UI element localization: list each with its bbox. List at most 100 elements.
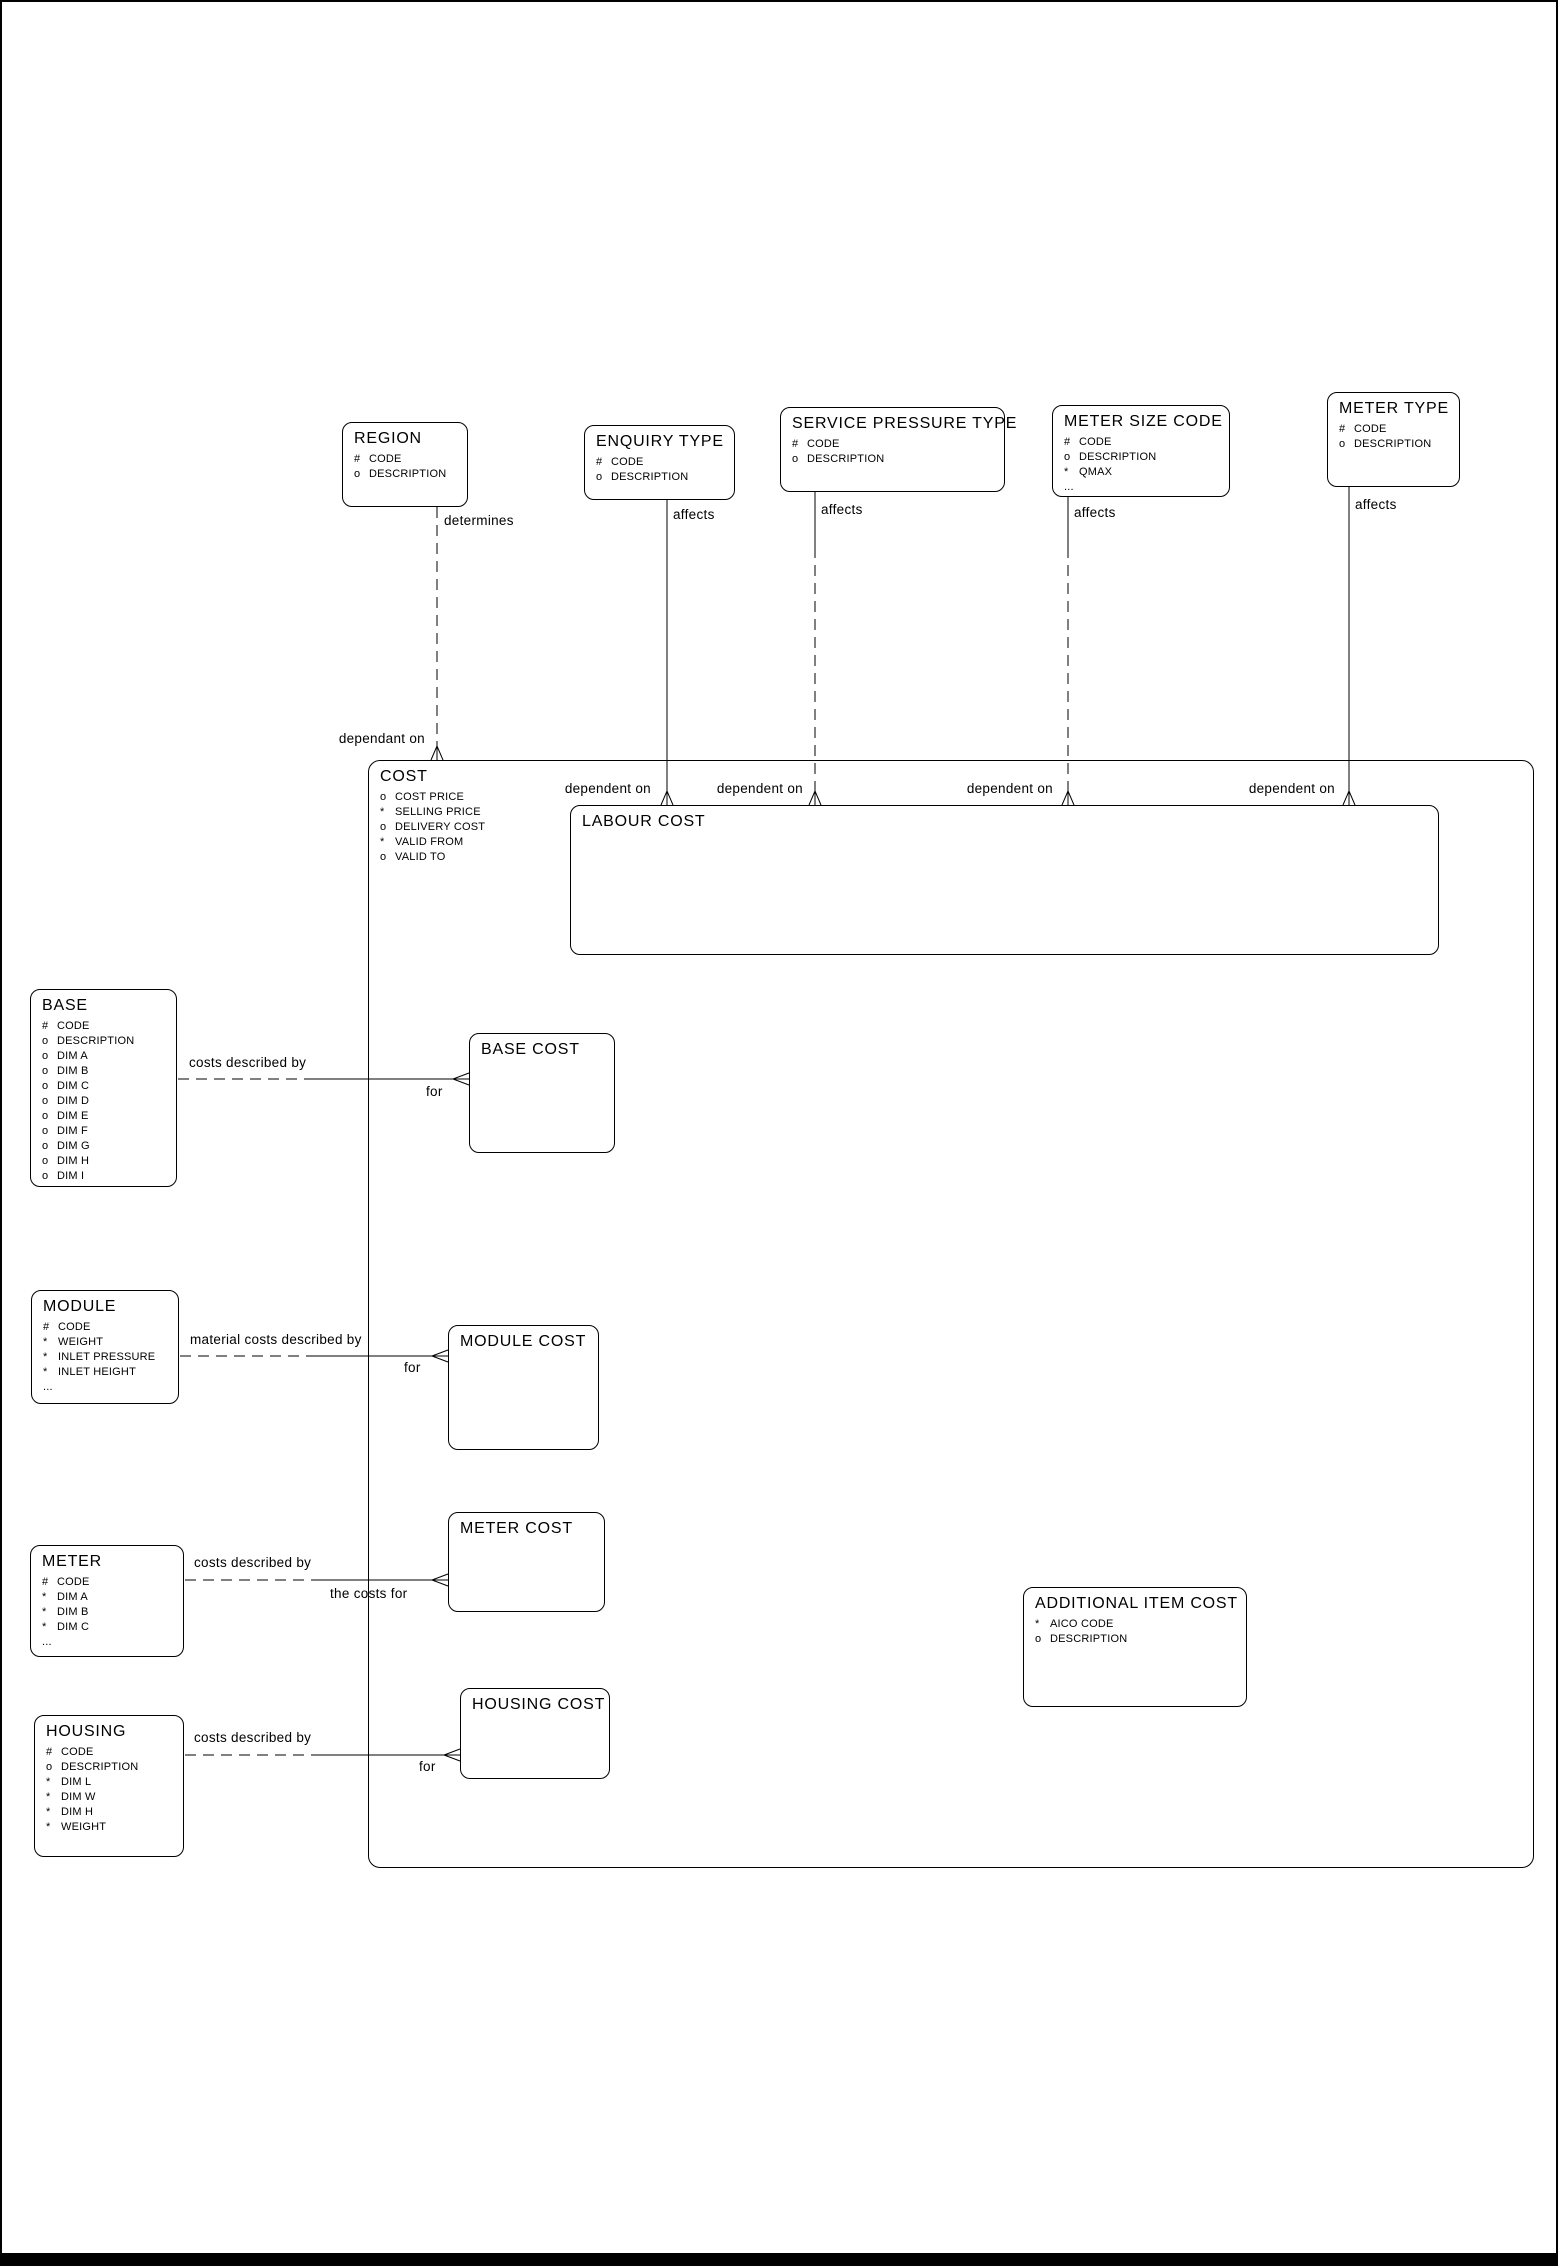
entity-attribute: #CODE	[354, 453, 402, 465]
entity-module-cost[interactable]: MODULE COST	[448, 1325, 599, 1450]
entity-meter[interactable]: METER #CODE*DIM A*DIM B*DIM C...	[30, 1545, 184, 1657]
connector-meter-type-labour	[1342, 487, 1356, 806]
entity-attribute: *DIM L	[46, 1776, 92, 1788]
rel-label-costs-described-by: costs described by	[189, 1055, 307, 1070]
entity-attribute: #CODE	[42, 1576, 90, 1588]
rel-label-for: for	[419, 1759, 436, 1774]
entity-housing-cost[interactable]: HOUSING COST	[460, 1688, 610, 1779]
connector-region-cost	[430, 507, 444, 761]
rel-label-dependant-on: dependant on	[338, 731, 425, 746]
entity-attribute: ...	[42, 1636, 52, 1648]
entity-attribute: ...	[1064, 481, 1074, 493]
entity-attribute: *SELLING PRICE	[380, 806, 481, 818]
entity-title: REGION	[354, 430, 422, 447]
entity-module[interactable]: MODULE #CODE*WEIGHT*INLET PRESSURE*INLET…	[31, 1290, 179, 1404]
rel-label-affects: affects	[1355, 497, 1397, 512]
entity-title: ENQUIRY TYPE	[596, 433, 724, 450]
entity-attribute: #CODE	[792, 438, 840, 450]
entity-attribute: *INLET HEIGHT	[43, 1366, 136, 1378]
entity-title: MODULE	[43, 1298, 117, 1315]
entity-attribute: *INLET PRESSURE	[43, 1351, 156, 1363]
rel-label-material-costs-described-by: material costs described by	[190, 1332, 362, 1347]
page-bottom-bar	[2, 2253, 1556, 2264]
rel-label-dependent-on: dependent on	[564, 781, 651, 796]
connector-service-pressure-labour	[808, 492, 822, 806]
entity-attribute: #CODE	[46, 1746, 94, 1758]
entity-title: MODULE COST	[460, 1333, 587, 1350]
entity-title: HOUSING COST	[472, 1696, 606, 1713]
entity-attribute: ...	[43, 1381, 53, 1393]
rel-label-dependent-on: dependent on	[966, 781, 1053, 796]
entity-title: SERVICE PRESSURE TYPE	[792, 415, 1018, 432]
rel-label-affects: affects	[1074, 505, 1116, 520]
entity-attribute: *DIM A	[42, 1591, 88, 1603]
entity-attribute: #CODE	[1064, 436, 1112, 448]
rel-label-affects: affects	[673, 507, 715, 522]
entity-title: LABOUR COST	[582, 813, 706, 830]
entity-attribute: #CODE	[1339, 423, 1387, 435]
entity-title: METER TYPE	[1339, 400, 1449, 417]
entity-attribute: *DIM C	[42, 1621, 90, 1633]
rel-label-dependent-on: dependent on	[716, 781, 803, 796]
entity-title: METER SIZE CODE	[1064, 413, 1223, 430]
entity-title: HOUSING	[46, 1723, 127, 1740]
entity-title: METER COST	[460, 1520, 573, 1537]
entity-attribute: *VALID FROM	[380, 836, 464, 848]
entity-title: BASE COST	[481, 1041, 580, 1058]
entity-title: ADDITIONAL ITEM COST	[1035, 1595, 1238, 1612]
rel-label-for: for	[404, 1360, 421, 1375]
rel-label-costs-described-by: costs described by	[194, 1555, 312, 1570]
entity-labour-cost[interactable]: LABOUR COST	[570, 805, 1439, 955]
entity-meter-cost[interactable]: METER COST	[448, 1512, 605, 1612]
rel-label-costs-described-by: costs described by	[194, 1730, 312, 1745]
entity-attribute: *AICO CODE	[1035, 1618, 1114, 1630]
rel-label-affects: affects	[821, 502, 863, 517]
entity-attribute: *WEIGHT	[43, 1336, 104, 1348]
entity-base-cost[interactable]: BASE COST	[469, 1033, 615, 1153]
rel-label-the-costs-for: the costs for	[330, 1586, 408, 1601]
entity-attribute: *QMAX	[1064, 466, 1113, 478]
entity-attributes: #CODE*WEIGHT*INLET PRESSURE*INLET HEIGHT…	[43, 1320, 170, 1395]
entity-title: BASE	[42, 997, 88, 1014]
entity-attribute: *WEIGHT	[46, 1821, 107, 1833]
connector-meter-size-labour	[1061, 497, 1075, 806]
entity-attributes: #CODE *DIM A *DIM B *DIM C...	[42, 1575, 175, 1650]
entity-attribute: *DIM B	[42, 1606, 89, 1618]
rel-label-dependent-on: dependent on	[1248, 781, 1335, 796]
entity-title: COST	[380, 768, 428, 785]
